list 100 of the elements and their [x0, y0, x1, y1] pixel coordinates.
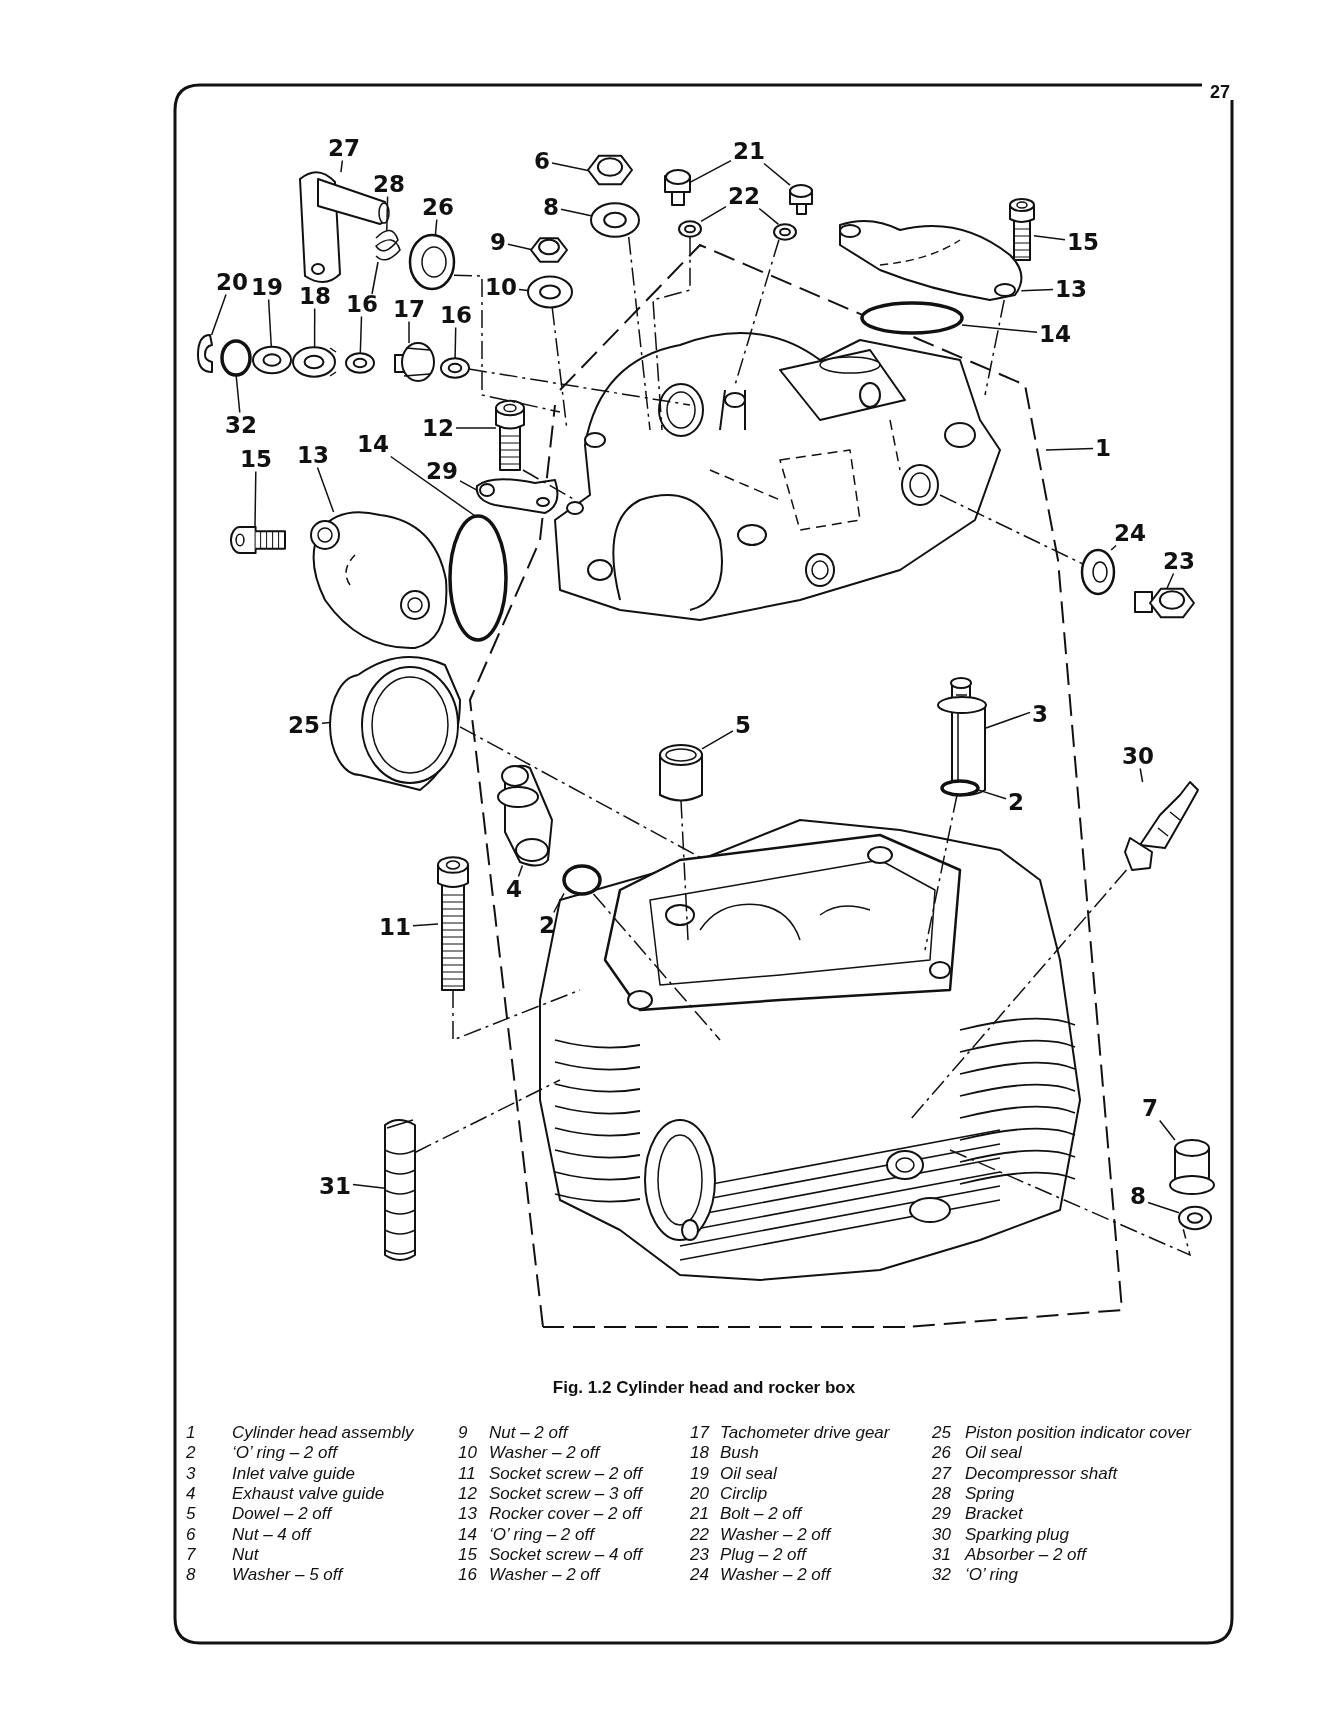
washer-drawing: [440, 357, 470, 379]
callout-number: 3: [1030, 701, 1050, 727]
callout-number: 32: [223, 412, 259, 438]
plug-drawing: [1134, 587, 1195, 619]
key-description: ‘O’ ring – 2 off: [232, 1444, 337, 1462]
centre-line: [949, 1149, 1192, 1257]
cover-drawing: [329, 656, 461, 791]
leader-line: [254, 470, 257, 528]
leader-line: [1110, 544, 1117, 551]
key-number: 4: [186, 1484, 196, 1502]
leader-line: [961, 324, 1038, 334]
centre-line: [734, 238, 780, 386]
key-description: Dowel – 2 off: [232, 1505, 332, 1523]
key-description: Plug – 2 off: [720, 1545, 806, 1563]
callout-number: 21: [731, 138, 767, 164]
key-description: Socket screw – 4 off: [489, 1545, 643, 1563]
leader-line: [235, 374, 241, 414]
screw-drawing: [495, 399, 525, 471]
leader-line: [408, 320, 410, 344]
callout-number: 13: [1053, 276, 1089, 302]
key-description: Bush: [720, 1444, 759, 1462]
leader-line: [434, 218, 438, 236]
key-number: 15: [458, 1545, 477, 1563]
callout-number: 19: [249, 274, 285, 300]
key-description: Cylinder head assembly: [232, 1424, 414, 1441]
nut-drawing: [530, 237, 568, 263]
key-description: Tachometer drive gear: [720, 1424, 890, 1441]
valve-guide-drawing: [497, 764, 553, 867]
leader-line: [518, 288, 529, 292]
callout-number: 24: [1112, 520, 1148, 546]
centre-line: [909, 869, 1128, 1121]
leader-line: [1139, 767, 1144, 783]
key-number: 12: [458, 1484, 477, 1502]
absorber-drawing: [384, 1119, 416, 1261]
callout-number: 16: [344, 291, 380, 317]
key-number: 18: [690, 1444, 709, 1462]
leader-line: [1158, 1119, 1176, 1141]
screw-drawing: [229, 526, 286, 554]
leader-line: [1033, 235, 1066, 241]
callout-number: 15: [238, 446, 274, 472]
bolt-drawing: [789, 184, 813, 215]
leader-line: [1045, 447, 1094, 451]
callout-number: 2: [1006, 789, 1026, 815]
washer-drawing: [1178, 1205, 1212, 1231]
key-number: 21: [690, 1505, 709, 1523]
o-ring-drawing: [860, 301, 964, 335]
key-number: 13: [458, 1505, 477, 1523]
callout-number: 16: [438, 302, 474, 328]
callout-number: 28: [371, 171, 407, 197]
key-description: Decompressor shaft: [965, 1464, 1118, 1482]
key-description: Bolt – 2 off: [720, 1505, 802, 1523]
key-description: Washer – 2 off: [489, 1444, 600, 1462]
callout-number: 6: [532, 148, 552, 174]
leader-line: [454, 326, 457, 359]
callout-number: 27: [326, 135, 362, 161]
callout-number: 31: [317, 1173, 353, 1199]
figure-caption: Fig. 1.2 Cylinder head and rocker box: [552, 1378, 856, 1398]
callout-number: 14: [1037, 321, 1073, 347]
key-description: Inlet valve guide: [232, 1464, 355, 1482]
key-number: 26: [932, 1444, 951, 1462]
leader-line: [985, 711, 1031, 729]
callout-number: 11: [377, 914, 413, 940]
key-number: 24: [690, 1566, 709, 1584]
leader-line: [316, 466, 335, 513]
callout-number: 14: [355, 431, 391, 457]
key-number: 32: [932, 1566, 951, 1584]
key-description: Washer – 2 off: [489, 1566, 600, 1584]
callout-number: 17: [391, 296, 427, 322]
key-description: ‘O’ ring – 2 off: [489, 1525, 594, 1543]
leader-line: [517, 864, 524, 878]
key-description: Bracket: [965, 1505, 1023, 1523]
callout-number: 29: [424, 458, 460, 484]
key-number: 16: [458, 1566, 477, 1584]
washer-drawing: [678, 220, 702, 238]
key-number: 28: [932, 1484, 951, 1502]
centre-line: [984, 299, 1005, 396]
key-number: 22: [690, 1525, 709, 1543]
o-ring-drawing: [940, 779, 980, 797]
circlip-drawing: [197, 334, 213, 373]
key-number: 20: [690, 1484, 709, 1502]
bush-drawing: [292, 346, 337, 378]
centre-line: [468, 368, 691, 406]
bracket-drawing: [475, 478, 559, 514]
leader-line: [386, 195, 389, 232]
leader-line: [313, 307, 316, 349]
leader-line: [1147, 1201, 1180, 1214]
key-description: Spring: [965, 1484, 1015, 1502]
callout-number: 23: [1161, 548, 1197, 574]
spring-drawing: [371, 229, 401, 295]
centre-line: [453, 274, 561, 413]
key-number: 10: [458, 1444, 477, 1462]
callout-number: 8: [1128, 1183, 1148, 1209]
key-number: 6: [186, 1525, 196, 1543]
key-number: 25: [932, 1424, 951, 1441]
leader-line: [412, 923, 439, 927]
key-description: Exhaust valve guide: [232, 1484, 385, 1502]
nut-drawing: [587, 154, 633, 186]
page-number: 27: [1210, 82, 1231, 103]
leader-line: [340, 159, 344, 173]
leader-line: [267, 298, 273, 348]
